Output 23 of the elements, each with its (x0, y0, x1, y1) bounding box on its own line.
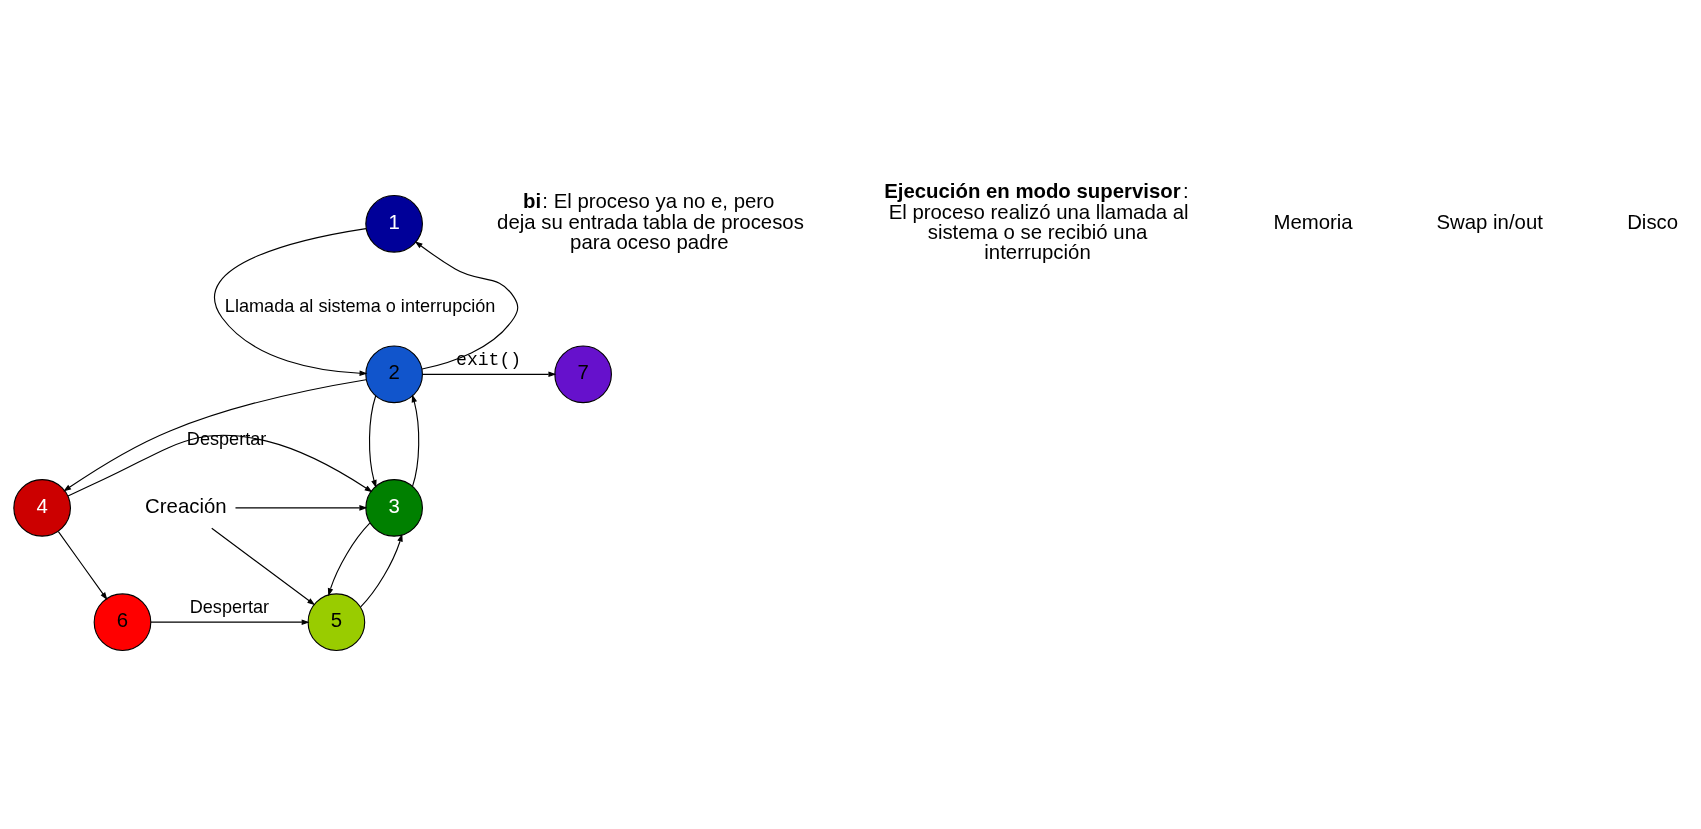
label: Ejecución en modo supervisor: El proceso realizó una llamada al sistema o se recibió una interrupción (884, 180, 1189, 264)
arrow (411, 394, 420, 487)
arrow (368, 395, 377, 488)
edge-label: Llamada al sistema o interrupción (224, 295, 496, 316)
edge-label: Despertar (189, 596, 270, 617)
label: Swap in/out (1436, 210, 1543, 233)
arrow (234, 505, 368, 511)
arrow (63, 379, 367, 492)
arrow (327, 522, 371, 597)
node-text: Creación (145, 494, 227, 517)
arrow (214, 228, 368, 376)
arrow (150, 619, 310, 625)
edge-label: exit() (456, 350, 522, 371)
node-circle: 7 (554, 345, 612, 404)
label: Disco (1627, 210, 1679, 233)
label: Memoria (1273, 210, 1353, 233)
arrow (414, 241, 519, 370)
arrow (211, 527, 316, 606)
label: bi: El proceso ya no e, pero deja su entrada tabla de procesos para oceso padre (497, 190, 804, 254)
arrow (67, 434, 373, 497)
arrow (57, 531, 108, 601)
arrow (360, 533, 403, 608)
arrow (421, 371, 557, 378)
